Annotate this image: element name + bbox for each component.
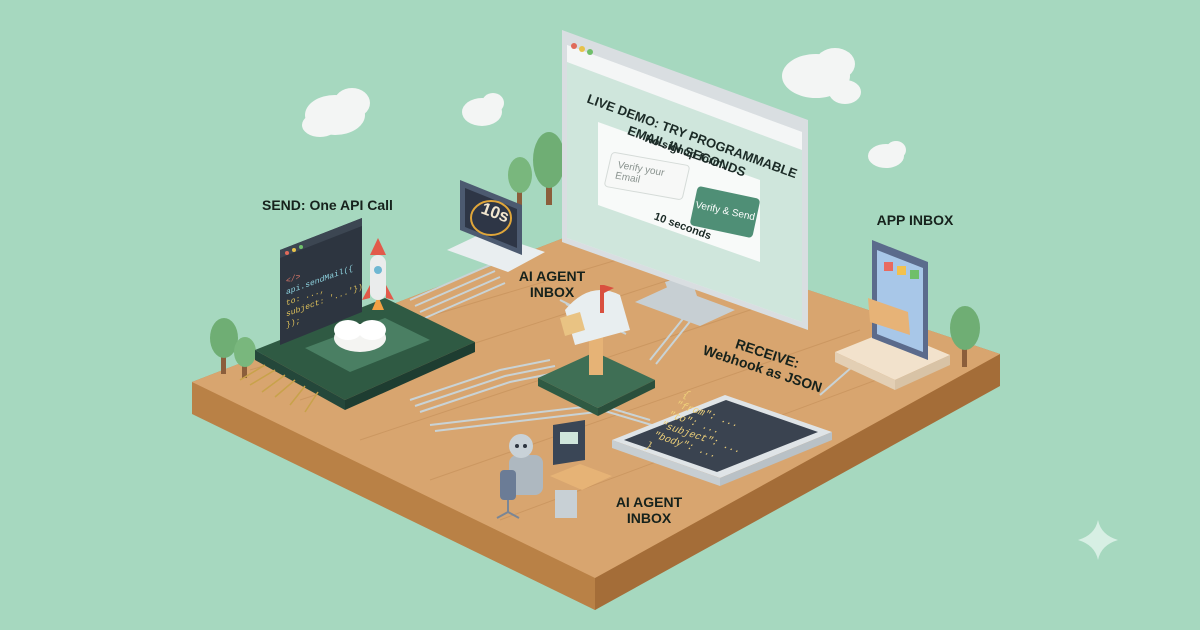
mailbox-icon <box>538 285 655 416</box>
sparkle-icon <box>1078 520 1118 560</box>
ai-agent-inbox-bottom-label: AI AGENT INBOX <box>605 494 693 526</box>
cloud-icon <box>868 141 906 168</box>
tree-icon <box>950 306 980 367</box>
ai-agent-inbox-top-line-1: AI AGENT <box>518 268 586 284</box>
tree-icon <box>533 132 565 205</box>
tree-icon <box>210 318 238 374</box>
cloud-icon <box>462 93 504 126</box>
rocket-icon <box>334 238 394 352</box>
ai-agent-inbox-bottom-line-1: AI AGENT <box>615 494 683 510</box>
code-editor-screen <box>280 218 362 345</box>
robot-agent <box>496 420 612 519</box>
send-label: SEND: One API Call <box>262 197 393 213</box>
ai-agent-inbox-bottom-line-2: INBOX <box>626 510 672 527</box>
json-tablet <box>612 395 832 486</box>
ai-agent-inbox-top-line-2: INBOX <box>529 284 575 301</box>
tree-icon <box>234 337 256 378</box>
timer-display <box>447 180 545 272</box>
ai-agent-inbox-top-label: AI AGENT INBOX <box>508 268 596 300</box>
app-inbox-label: APP INBOX <box>876 212 954 228</box>
cloud-icon <box>782 48 861 104</box>
cloud-icon <box>302 88 370 137</box>
phone-app-inbox <box>835 240 950 390</box>
tree-icon <box>508 157 532 206</box>
